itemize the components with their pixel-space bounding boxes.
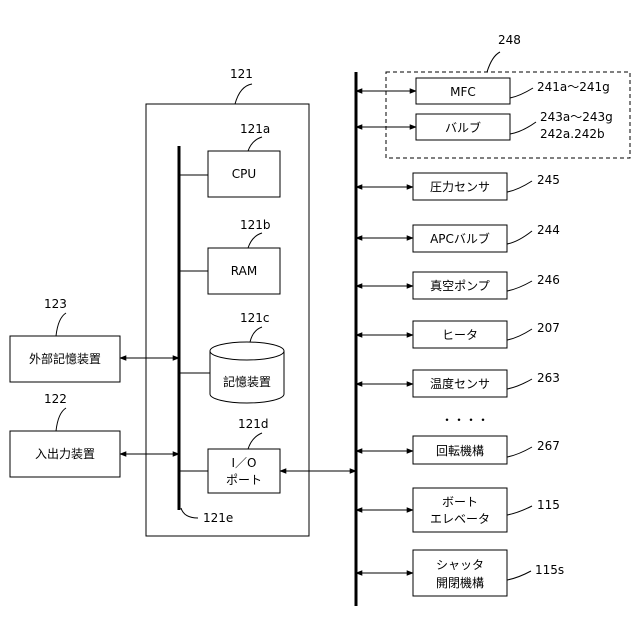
- boat-elevator-label-2: エレベータ: [430, 512, 490, 526]
- ext-storage-leader: [56, 313, 66, 336]
- rotation-ref: 267: [537, 439, 560, 453]
- ram-ref: 121b: [240, 218, 271, 232]
- shutter-label-1: シャッタ: [436, 558, 484, 572]
- valve-ref-2: 242a.242b: [540, 127, 605, 141]
- heater-ref: 207: [537, 321, 560, 335]
- storage-label: 記憶装置: [223, 374, 271, 389]
- pressure-sensor-ref: 245: [537, 173, 560, 187]
- group-leader: [487, 52, 500, 72]
- boat-elevator-label-1: ボート: [442, 495, 478, 509]
- valve-ref-1: 243a〜243g: [540, 110, 613, 124]
- storage-ref: 121c: [240, 311, 270, 325]
- shutter-leader: [507, 571, 531, 580]
- vacuum-pump-label: 真空ポンプ: [430, 279, 490, 293]
- ext-storage-label: 外部記憶装置: [29, 351, 101, 366]
- apc-valve-leader: [507, 231, 532, 244]
- pressure-sensor-label: 圧力センサ: [430, 180, 490, 194]
- io-device-label: 入出力装置: [35, 447, 95, 461]
- shutter-label-2: 開閉機構: [436, 575, 484, 590]
- cpu-label: CPU: [232, 167, 256, 181]
- temp-sensor-leader: [507, 379, 532, 389]
- ram-label: RAM: [231, 264, 257, 278]
- apc-valve-ref: 244: [537, 223, 560, 237]
- io-port-ref: 121d: [238, 417, 269, 431]
- group-ref: 248: [498, 33, 521, 47]
- temp-sensor-label: 温度センサ: [430, 376, 490, 391]
- mfc-label: MFC: [450, 85, 476, 99]
- cpu-ref: 121a: [240, 122, 270, 136]
- controller-ref: 121: [230, 67, 253, 81]
- ellipsis: ・・・・: [441, 413, 489, 427]
- boat-elevator-leader: [507, 506, 532, 515]
- io-port-label-1: I／O: [232, 456, 257, 470]
- storage-cylinder: [210, 342, 284, 403]
- rotation-label: 回転機構: [436, 443, 484, 458]
- internal-bus-ref: 121e: [203, 511, 233, 525]
- vacuum-pump-ref: 246: [537, 273, 560, 287]
- vacuum-pump-leader: [507, 281, 532, 291]
- valve-label: バルブ: [445, 120, 481, 135]
- io-device-leader: [56, 408, 66, 431]
- mfc-leader: [510, 88, 533, 98]
- heater-leader: [507, 329, 532, 340]
- rotation-leader: [507, 447, 532, 457]
- temp-sensor-ref: 263: [537, 371, 560, 385]
- io-port-label-2: ポート: [226, 473, 262, 487]
- boat-elevator-ref: 115: [537, 498, 560, 512]
- valve-leader: [510, 122, 536, 134]
- heater-label: ヒータ: [442, 328, 478, 342]
- controller-leader: [235, 84, 252, 104]
- apc-valve-label: APCバルブ: [430, 231, 490, 246]
- ext-storage-ref: 123: [44, 297, 67, 311]
- mfc-ref: 241a〜241g: [537, 80, 610, 94]
- io-device-ref: 122: [44, 392, 67, 406]
- pressure-sensor-leader: [507, 181, 532, 192]
- shutter-ref: 115s: [535, 563, 564, 577]
